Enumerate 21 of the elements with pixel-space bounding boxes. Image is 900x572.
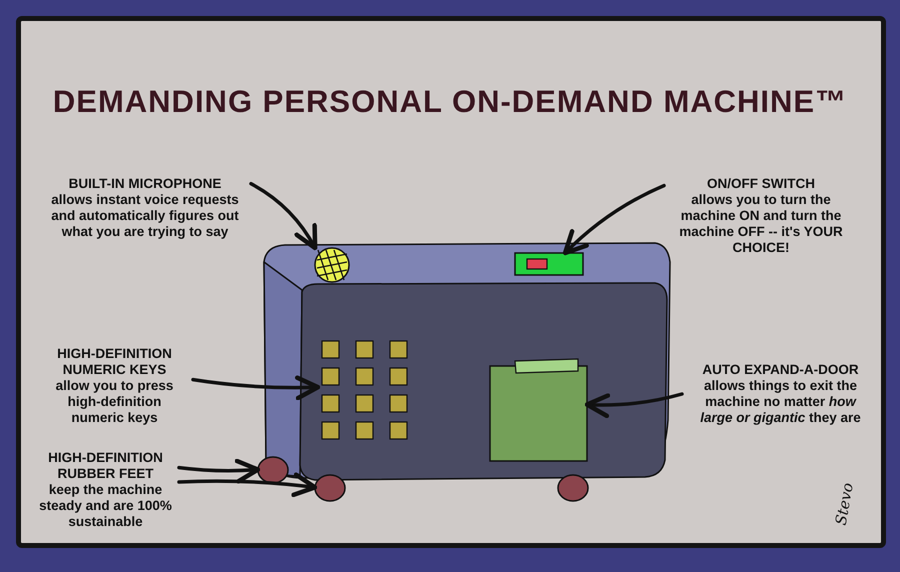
leader-arrow bbox=[562, 184, 666, 256]
door-panel bbox=[489, 358, 588, 462]
callout-heading: AUTO EXPAND-A-DOOR bbox=[701, 362, 860, 378]
power-switch bbox=[514, 252, 584, 276]
leader-arrow bbox=[177, 472, 318, 498]
numeric-keypad bbox=[321, 340, 408, 440]
leader-arrow bbox=[249, 182, 318, 250]
callout-description: allows instant voice requests and automatically figures out what you are trying to say bbox=[50, 192, 240, 240]
leader-arrow bbox=[177, 458, 260, 484]
callout-description: allows things to exit the machine no matter how large or gigantic they are bbox=[699, 378, 862, 426]
callout-description: allow you to press high-definition numeric keys bbox=[54, 378, 174, 426]
callout-description: allows you to turn the machine ON and turn the machine OFF -- it's YOUR CHOICE! bbox=[678, 192, 844, 256]
rubber-foot bbox=[257, 456, 289, 484]
leader-arrow bbox=[191, 375, 320, 400]
microphone-grille bbox=[314, 247, 350, 283]
rubber-foot bbox=[314, 474, 346, 502]
callout-description: keep the machine steady and are 100% sustainable bbox=[38, 482, 173, 530]
title: DEMANDING PERSONAL ON-DEMAND MACHINE™ bbox=[52, 84, 848, 119]
callout-heading: ON/OFF SWITCH bbox=[706, 176, 816, 192]
artist-signature: Stevo bbox=[832, 481, 857, 527]
callout-heading: BUILT-IN MICROPHONE bbox=[68, 176, 222, 192]
